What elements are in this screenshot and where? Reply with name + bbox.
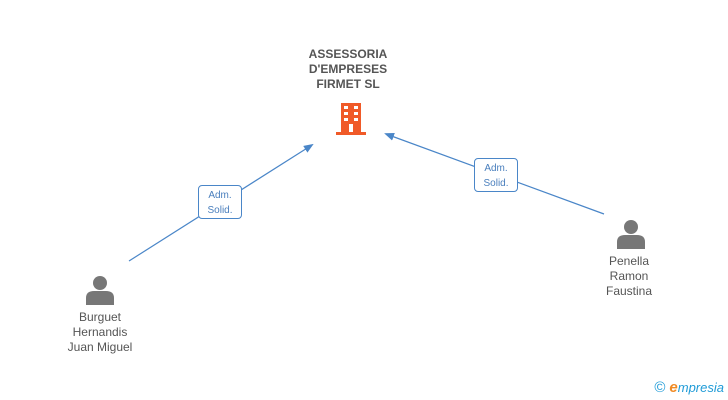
company-name[interactable]: ASSESSORIA D'EMPRESES FIRMET SL bbox=[278, 47, 418, 92]
person-name-burguet[interactable]: Burguet Hernandis Juan Miguel bbox=[50, 310, 150, 355]
person-icon[interactable] bbox=[86, 275, 114, 305]
edge-label-line: Solid. bbox=[483, 178, 509, 189]
edge-label-penella[interactable]: Adm. Solid. bbox=[474, 158, 518, 192]
company-name-line: ASSESSORIA bbox=[308, 47, 388, 61]
company-name-line: D'EMPRESES bbox=[308, 62, 388, 76]
person-name-line: Juan Miguel bbox=[67, 340, 133, 354]
person-icon[interactable] bbox=[617, 219, 645, 249]
building-icon[interactable] bbox=[336, 103, 366, 135]
copyright-icon: © bbox=[654, 378, 666, 396]
person-name-line: Ramon bbox=[609, 269, 649, 283]
person-name-line: Hernandis bbox=[72, 325, 128, 339]
company-name-line: FIRMET SL bbox=[316, 77, 380, 91]
brand-initial: e bbox=[669, 378, 678, 396]
edge-label-line: Solid. bbox=[207, 205, 233, 216]
edge-label-burguet[interactable]: Adm. Solid. bbox=[198, 185, 242, 219]
edge-label-line: Adm. bbox=[484, 163, 508, 174]
person-name-line: Penella bbox=[608, 254, 650, 268]
brand-name: mpresia bbox=[677, 379, 724, 395]
edge-label-line: Adm. bbox=[208, 190, 232, 201]
person-name-line: Faustina bbox=[605, 284, 653, 298]
person-name-penella[interactable]: Penella Ramon Faustina bbox=[579, 254, 679, 299]
person-name-line: Burguet bbox=[78, 310, 122, 324]
empresia-brand[interactable]: © e mpresia bbox=[654, 377, 724, 397]
